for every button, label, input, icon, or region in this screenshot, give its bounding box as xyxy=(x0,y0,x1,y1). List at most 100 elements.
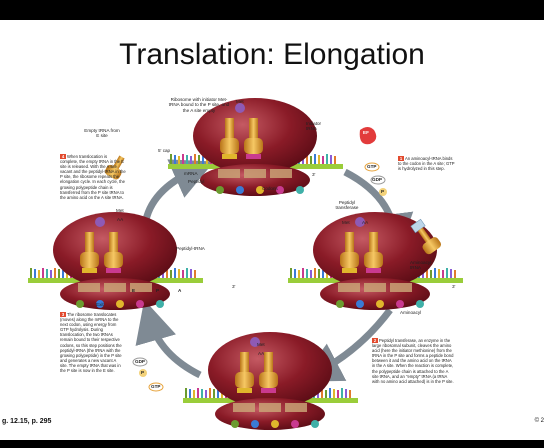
site-tab xyxy=(218,169,240,178)
aminoacyl-trna-label: Aminoacyl-tRNA xyxy=(410,260,433,271)
mrna-base xyxy=(190,156,192,164)
anticodon xyxy=(106,268,121,273)
mrna-base xyxy=(306,155,308,164)
aminoacyl-label: Aminoacyl xyxy=(400,310,422,315)
codon-marker xyxy=(376,300,384,308)
mrna-base xyxy=(322,156,324,164)
amino-acid xyxy=(250,337,260,347)
figure-reference: g. 12.15, p. 295 xyxy=(2,418,52,425)
codon-marker xyxy=(416,300,424,308)
mrna-base xyxy=(178,269,180,278)
anticodon xyxy=(82,268,97,273)
pi-label-top: P xyxy=(381,189,385,194)
mrna-base xyxy=(345,389,347,398)
codon-marker xyxy=(216,186,224,194)
anticodon xyxy=(342,268,357,273)
site-e-left: E xyxy=(132,288,136,293)
mrna-base xyxy=(217,390,219,398)
trna-stem xyxy=(85,232,94,254)
anticodon xyxy=(246,154,261,159)
mrna-base xyxy=(198,155,200,164)
mrna-base xyxy=(170,154,172,164)
mrna-base xyxy=(314,154,316,164)
pi-label-left: P xyxy=(141,370,145,375)
mrna-base xyxy=(202,156,204,164)
five-cap-label: 5' cap xyxy=(158,148,171,153)
trna-body xyxy=(80,252,99,268)
codon-marker xyxy=(96,300,104,308)
codon-marker xyxy=(251,420,259,428)
site-tab xyxy=(259,403,281,412)
trna-body xyxy=(104,252,123,268)
codon-marker xyxy=(116,300,124,308)
trna-body xyxy=(244,138,263,154)
anticodon xyxy=(366,268,381,273)
mrna-base xyxy=(170,270,172,278)
mrna-base xyxy=(302,268,304,278)
ribosome-top xyxy=(168,98,343,196)
mrna-base xyxy=(194,270,196,278)
mrna-base xyxy=(197,388,199,398)
trna-body xyxy=(340,252,359,268)
mrna-base xyxy=(310,156,312,164)
mrna-base xyxy=(310,270,312,278)
codon-marker xyxy=(291,420,299,428)
trna-stem xyxy=(225,118,234,140)
exit-label: Exit xyxy=(96,302,104,307)
mrna-base xyxy=(190,269,192,278)
site-tab xyxy=(390,283,412,292)
mrna-base xyxy=(30,268,32,278)
site-tab xyxy=(233,403,255,412)
amino-acid xyxy=(355,217,365,227)
mrna-base xyxy=(318,269,320,278)
codon-marker xyxy=(76,300,84,308)
mrna-base xyxy=(178,156,180,164)
mrna-base xyxy=(42,268,44,278)
copyright: © 2 xyxy=(534,418,544,424)
amino-acid xyxy=(235,103,245,113)
mrna-base xyxy=(426,269,428,278)
gtp-chip-left xyxy=(148,382,164,392)
met-tag-left: Met xyxy=(116,208,124,213)
codon-marker xyxy=(296,186,304,194)
mrna-base xyxy=(185,388,187,398)
mrna-base xyxy=(166,269,168,278)
ribosome-note: Ribosome with initiator Met-tRNA bound t… xyxy=(168,97,230,113)
mrna-base xyxy=(321,389,323,398)
mrna-base xyxy=(174,155,176,164)
site-tab xyxy=(338,283,360,292)
three-prime-top: 3' xyxy=(312,172,316,177)
site-tab xyxy=(244,169,266,178)
aa-tag-left: AA xyxy=(117,217,124,222)
trna-stem xyxy=(109,232,118,254)
mrna-base xyxy=(330,155,332,164)
anticodon xyxy=(222,154,237,159)
codon-marker xyxy=(136,300,144,308)
trna-body xyxy=(259,372,278,388)
mrna-base xyxy=(194,154,196,164)
mrna-base xyxy=(341,388,343,398)
empty-trna-label: Empty tRNA from E site xyxy=(84,128,120,139)
site-a-left: A xyxy=(178,288,182,293)
codon-marker xyxy=(256,186,264,194)
amino-acid xyxy=(95,217,105,227)
site-tab xyxy=(364,283,386,292)
mrna-base xyxy=(442,270,444,278)
mrna-base xyxy=(306,269,308,278)
codon-marker xyxy=(276,186,284,194)
trna-stem xyxy=(249,118,258,140)
step-4-body: When translocation is complete, the empt… xyxy=(60,154,126,200)
site-tab xyxy=(285,403,307,412)
mrna-base xyxy=(205,390,207,398)
mrna-base xyxy=(326,154,328,164)
mrna-base xyxy=(294,269,296,278)
mrna-base xyxy=(193,390,195,398)
aa-tag-right: AA xyxy=(362,220,369,225)
mrna-base xyxy=(290,268,292,278)
pi-chip-top xyxy=(379,188,387,196)
mrna-base xyxy=(213,389,215,398)
codon-marker xyxy=(231,420,239,428)
